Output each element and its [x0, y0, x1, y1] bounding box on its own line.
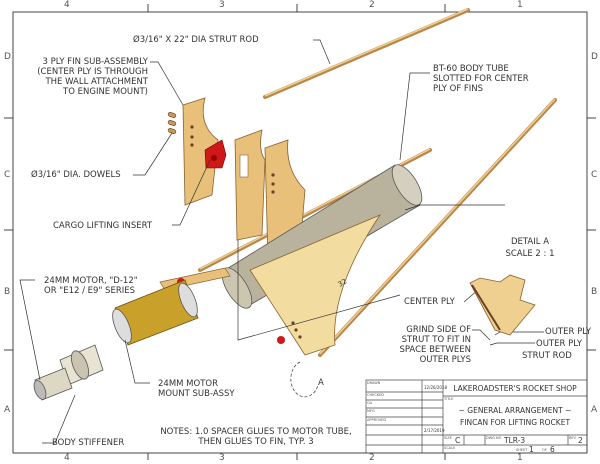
detail-scale: SCALE 2 : 1 [505, 249, 555, 259]
detail-circle [290, 361, 319, 398]
tb-label-mfg: MFG [367, 409, 375, 413]
tb-sheet-of: 6 [550, 445, 555, 454]
zone-col-bottom-1: 1 [517, 453, 523, 463]
zone-row-right-c: C [591, 170, 598, 180]
callout-line: 24MM MOTOR [158, 379, 218, 389]
callout-motor-mount: 24MM MOTOR MOUNT SUB-ASSY [158, 379, 235, 399]
tb-drawn-date: 12/26/2018 [424, 385, 448, 390]
tb-label-drawn: DRAWN [367, 381, 381, 385]
callout-fin-subassembly: 3 PLY FIN SUB-ASSEMBLY (CENTER PLY IS TH… [18, 57, 148, 97]
zone-row-left-a: A [4, 405, 11, 415]
callout-line: THE WALL ATTACHMENT [45, 77, 148, 87]
detail-outer-ply-1: OUTER PLY [545, 327, 592, 337]
fin-center-ply [234, 129, 266, 241]
callout-body-tube: BT-60 BODY TUBE SLOTTED FOR CENTER PLY O… [433, 64, 529, 94]
dowels [167, 112, 177, 134]
detail-title: DETAIL A [510, 237, 550, 247]
zone-ticks [4, 4, 596, 460]
zone-col-top-4: 4 [64, 0, 70, 10]
title-block-lines [365, 379, 588, 454]
notes: NOTES: 1.0 SPACER GLUES TO MOTOR TUBE, T… [150, 427, 362, 447]
tb-label-sheet: SHEET [516, 448, 528, 452]
zone-row-left-c: C [4, 170, 11, 180]
zone-row-right-d: D [591, 52, 598, 62]
detail-strut-rod: STRUT ROD [522, 351, 572, 361]
tb-label-of: OF [542, 448, 547, 452]
note-line: THEN GLUES TO FIN, TYP. 3 [198, 437, 314, 447]
detail-center-ply: CENTER PLY [404, 297, 455, 307]
tb-title-line1: ~ GENERAL ARRANGEMENT ~ [458, 406, 572, 415]
callout-motor: 24MM MOTOR, "D-12" OR "E12 / E9" SERIES [44, 276, 138, 296]
callout-line: 24MM MOTOR, "D-12" [44, 276, 138, 286]
callout-dowels: Ø3/16" DIA. DOWELS [31, 170, 121, 180]
tb-label-size: SIZE [444, 436, 452, 440]
callout-line: OR "E12 / E9" SERIES [44, 286, 135, 296]
detail-marker: A [318, 378, 324, 388]
callout-strut-rod: Ø3/16" X 22" DIA STRUT ROD [133, 35, 259, 45]
tb-dwg-no: TLR-3 [504, 436, 526, 445]
callout-cargo-insert: CARGO LIFTING INSERT [53, 221, 153, 231]
note-line: GRIND SIDE OF [406, 325, 471, 335]
zone-row-left-b: B [4, 287, 11, 297]
zone-row-left-d: D [4, 52, 11, 62]
zone-col-top-2: 2 [369, 0, 375, 10]
zone-col-top-3: 3 [219, 0, 225, 10]
tb-size: C [455, 436, 461, 445]
zone-row-right-a: A [591, 405, 598, 415]
cargo-lifting-insert [204, 139, 227, 169]
detail-outer-ply-2: OUTER PLY [536, 339, 583, 349]
note-line: SPACE BETWEEN [399, 345, 471, 355]
callout-line: SLOTTED FOR CENTER [433, 74, 529, 84]
zone-row-right-b: B [591, 287, 598, 297]
body-stiffener [33, 344, 104, 401]
drawing-border [12, 11, 588, 454]
motor-mount-assembly [112, 279, 199, 346]
callout-line: 3 PLY FIN SUB-ASSEMBLY [42, 57, 148, 67]
fin-outer-ply-left [182, 97, 219, 206]
strut-rod-right [318, 98, 557, 357]
zone-col-bottom-3: 3 [219, 453, 225, 463]
tb-approved-date: 2/17/2019 [424, 428, 445, 433]
detail-view-drawing [469, 274, 536, 336]
tb-label-approved: APPROVED [367, 418, 387, 422]
note-line: OUTER PLYS [419, 355, 471, 365]
note-line: STRUT TO FIT IN [401, 335, 471, 345]
fin-bottom [249, 214, 382, 356]
tb-rev: 2 [578, 436, 583, 445]
cargo-insert-small [277, 336, 285, 344]
callout-line: PLY OF FINS [433, 84, 484, 94]
tb-sheet: 1 [529, 445, 534, 454]
strut-rod-top [263, 8, 470, 99]
tb-title-line2: FINCAN FOR LIFTING ROCKET [459, 418, 571, 427]
zone-col-bottom-4: 4 [64, 453, 70, 463]
callout-line: BT-60 BODY TUBE [433, 64, 509, 74]
detail-grind-note: GRIND SIDE OF STRUT TO FIT IN SPACE BETW… [383, 325, 471, 365]
note-line: NOTES: 1.0 SPACER GLUES TO MOTOR TUBE, [160, 427, 352, 437]
tb-label-title: TITLE [444, 397, 454, 401]
zone-col-bottom-2: 2 [369, 453, 375, 463]
tb-label-qa: QA [367, 401, 373, 405]
callout-line: (CENTER PLY IS THROUGH [37, 67, 148, 77]
callout-body-stiffener: BODY STIFFENER [52, 438, 125, 448]
tb-label-scale: SCALE [444, 446, 456, 450]
tb-company: LAKEROADSTER'S ROCKET SHOP [453, 384, 577, 393]
callout-line: TO ENGINE MOUNT) [63, 87, 148, 97]
tb-label-rev: REV [569, 436, 577, 440]
zone-col-top-1: 1 [517, 0, 523, 10]
tb-label-checked: CHECKED [367, 393, 384, 397]
tb-label-dwg-no: DWG NO [486, 436, 502, 440]
callout-line: MOUNT SUB-ASSY [158, 389, 235, 399]
